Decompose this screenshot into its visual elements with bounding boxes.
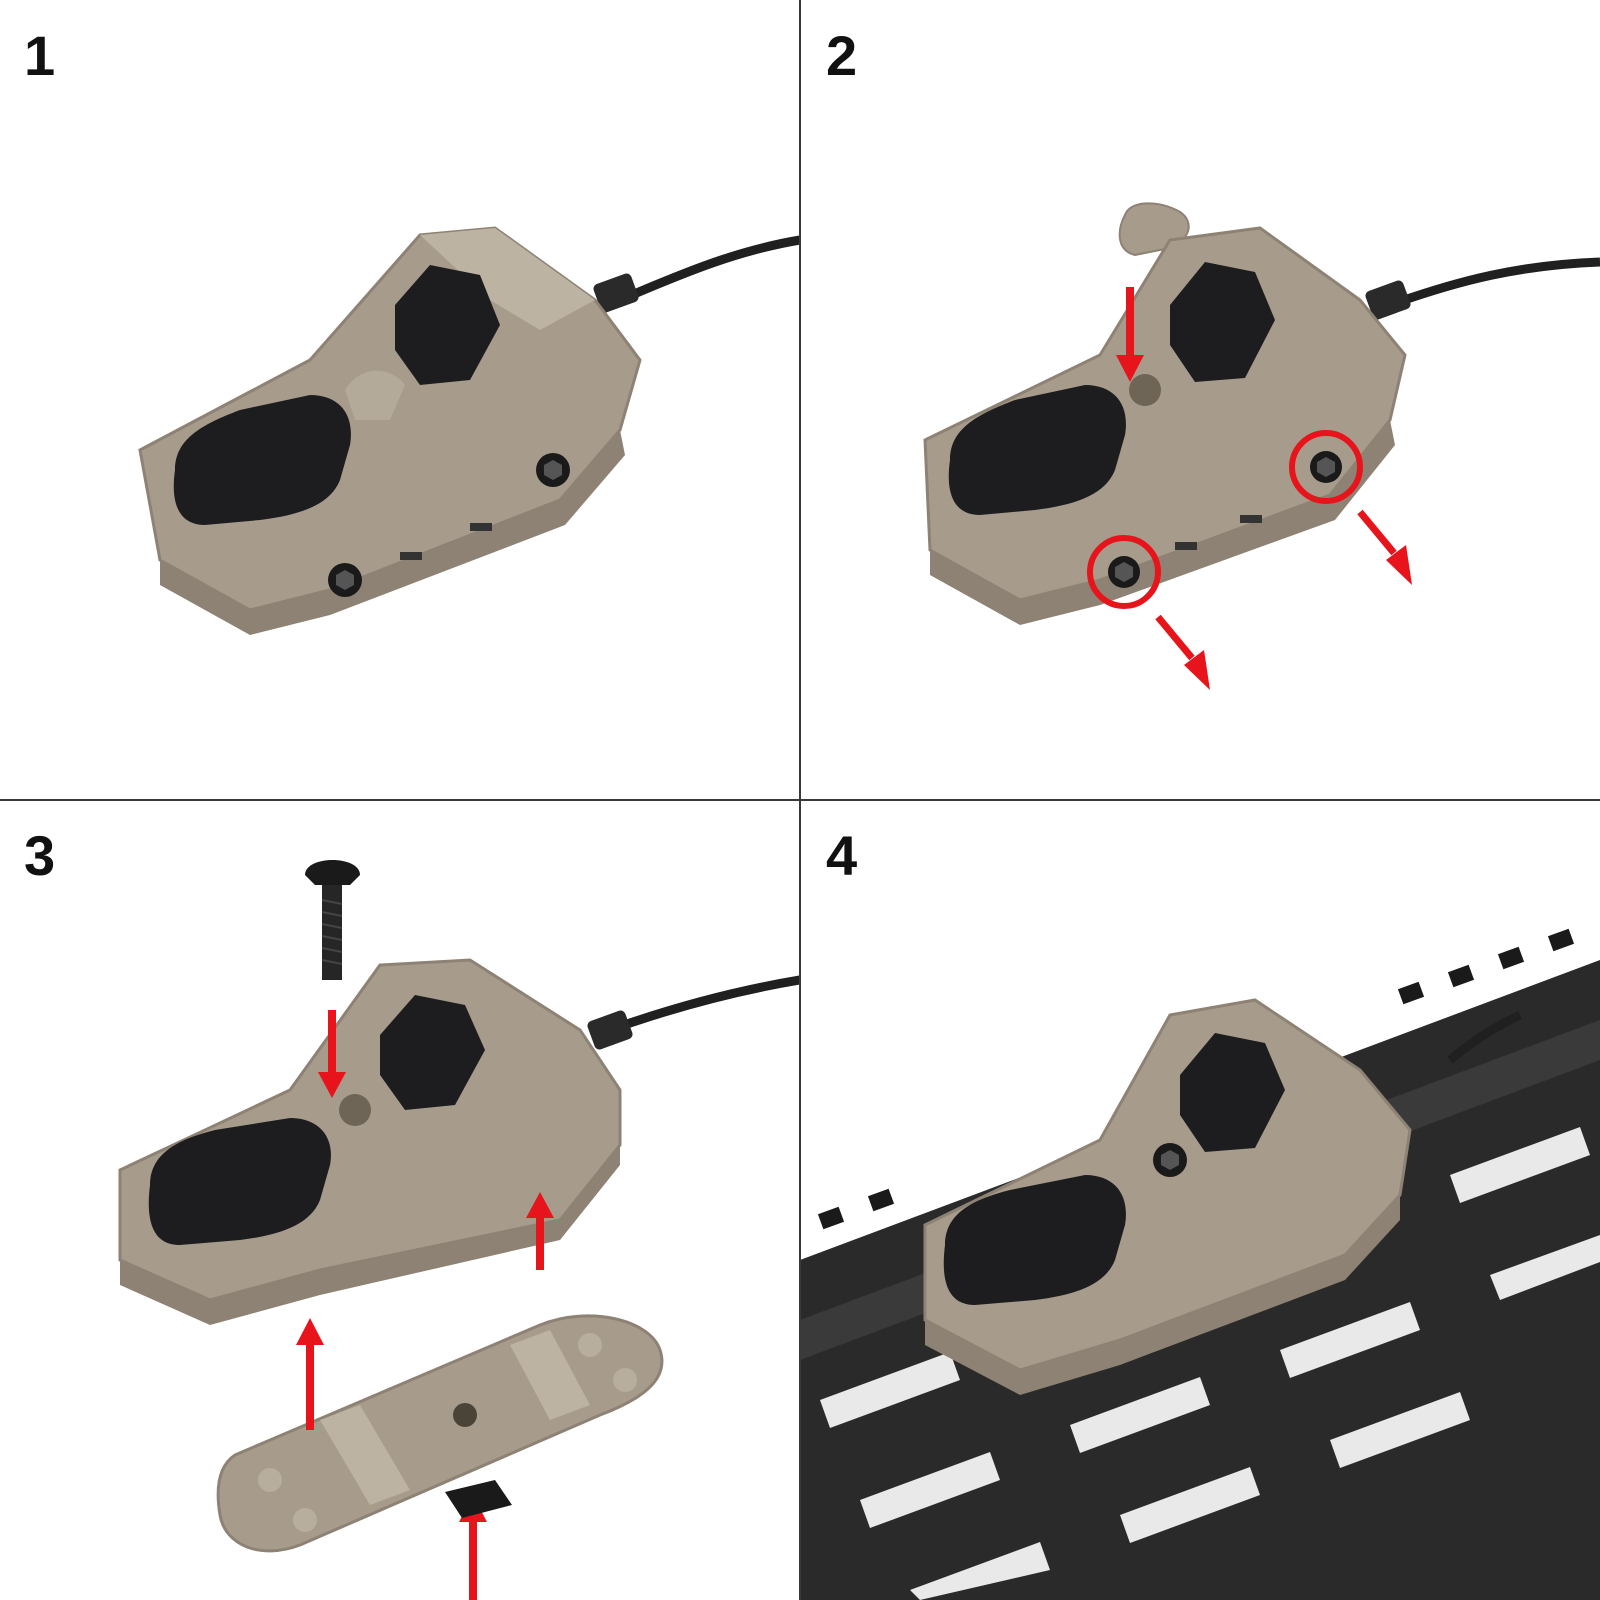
housing-top-ridge	[420, 228, 595, 330]
step-3-panel: 3	[0, 800, 800, 1600]
cable	[608, 975, 800, 1035]
red-arrow-head	[1184, 650, 1210, 690]
octagonal-button	[380, 995, 485, 1110]
cable	[1388, 257, 1600, 310]
red-arrow-head	[526, 1192, 554, 1218]
step-number: 1	[24, 24, 56, 87]
t-nut-layer	[445, 1480, 512, 1518]
housing-side	[930, 420, 1395, 625]
cable-connector	[587, 1010, 633, 1050]
octagonal-button	[395, 265, 500, 385]
housing-side	[120, 1145, 620, 1325]
red-arrow-head	[1116, 355, 1144, 382]
cable	[618, 235, 800, 305]
hex-socket	[336, 570, 354, 590]
octagonal-button	[1180, 1033, 1285, 1152]
step-4-panel: 4	[800, 800, 1600, 1600]
mounting-parts-exploded	[118, 860, 800, 1600]
rail-slot	[1175, 542, 1197, 550]
screw-thread	[321, 899, 343, 965]
red-circle-highlight-icon	[1289, 430, 1363, 504]
plate-rail-lug	[320, 1405, 410, 1505]
plate-rail-lug	[510, 1330, 590, 1420]
screw-hole	[1129, 374, 1161, 406]
center-plug	[345, 370, 405, 420]
rail-teeth	[817, 928, 1575, 1230]
rail-slot	[400, 552, 422, 560]
step-1-panel: 1	[0, 0, 800, 800]
housing-side	[925, 1195, 1400, 1395]
rail-slot	[1240, 515, 1262, 523]
rail-slots	[820, 1127, 1600, 1600]
rectangular-button	[173, 395, 351, 525]
plate-dimple	[613, 1368, 637, 1392]
horizontal-divider	[0, 799, 1600, 801]
step-2-panel: 2	[800, 0, 1600, 800]
cable	[1447, 1010, 1523, 1064]
pressure-switch-disassembly	[923, 202, 1600, 690]
t-nut-icon	[445, 1480, 512, 1518]
red-arrow-head	[318, 1072, 346, 1098]
step-number: 4	[826, 824, 858, 887]
step-number: 3	[24, 824, 56, 887]
red-arrow-head	[1386, 545, 1412, 585]
screw-hole	[339, 1094, 371, 1126]
pressure-switch-illustration	[138, 226, 800, 635]
cable-connector	[593, 273, 639, 313]
cable-connector	[1365, 280, 1411, 320]
hex-socket	[1115, 562, 1133, 582]
hex-socket	[544, 460, 562, 480]
hex-socket	[1317, 457, 1335, 477]
red-arrow-icon	[1357, 509, 1397, 556]
red-arrow-head	[296, 1318, 324, 1345]
plate-dimple	[293, 1508, 317, 1532]
rail-slot	[470, 523, 492, 531]
rectangular-button	[148, 1118, 331, 1245]
red-arrow-icon	[1155, 614, 1195, 661]
housing-side	[160, 430, 625, 635]
rectangular-button	[948, 385, 1126, 515]
hex-screw-icon	[322, 885, 342, 980]
step-number: 2	[826, 24, 858, 87]
rectangular-button	[943, 1175, 1126, 1305]
plate-center-hole	[453, 1403, 477, 1427]
switch-mounted-on-rail	[800, 928, 1600, 1600]
red-circle-highlight-icon	[1087, 535, 1161, 609]
hex-socket	[1161, 1150, 1179, 1170]
octagonal-button	[1170, 262, 1275, 382]
screw-head	[305, 860, 360, 885]
plate-dimple	[258, 1468, 282, 1492]
plate-dimple	[578, 1333, 602, 1357]
